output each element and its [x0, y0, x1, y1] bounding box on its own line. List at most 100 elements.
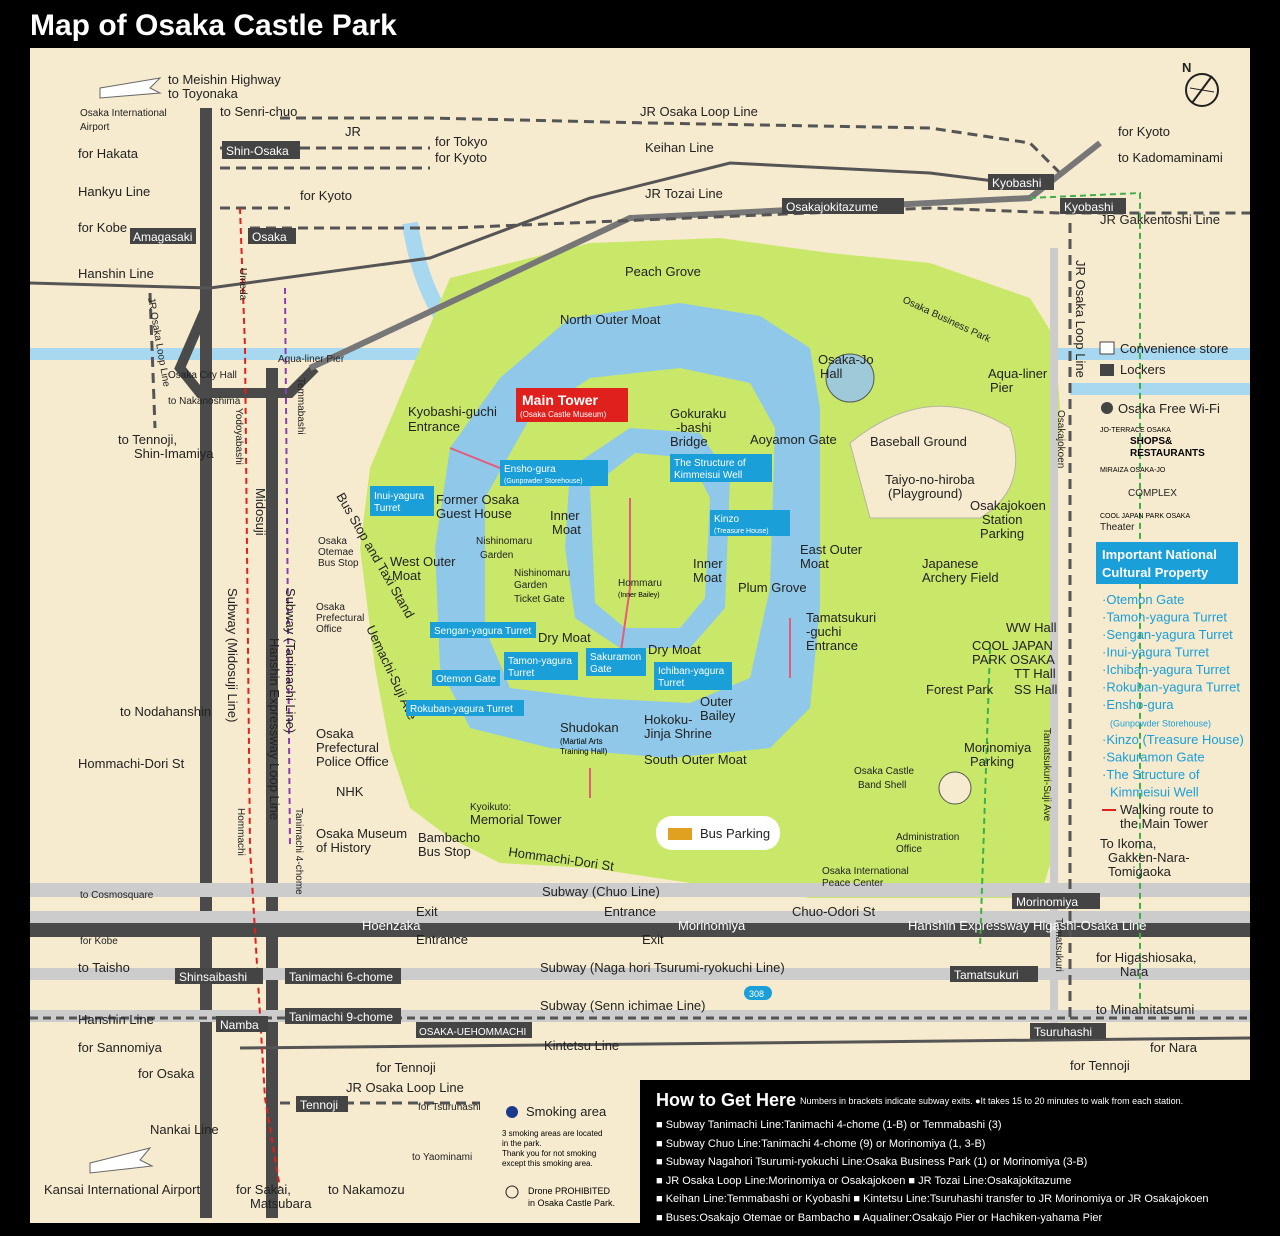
jr-loop-left [148, 292, 157, 429]
bus-icon [668, 828, 692, 840]
station-morinomiya[interactable]: Morinomiya [1012, 893, 1100, 909]
svg-text:Bus Parking: Bus Parking [700, 826, 770, 841]
label-plum-grove: Plum Grove [738, 580, 807, 595]
label-for-kobe2: for Kobe [80, 936, 118, 947]
label-for-sakai: for Sakai, [236, 1182, 291, 1197]
station-osaka-uehommachi[interactable]: OSAKA-UEHOMMACHI [416, 1022, 532, 1038]
tag-ensho-gura[interactable]: Ensho-gura (Gunpowder Storehouse) [500, 460, 608, 486]
label-tamatsukuri-suji: Tamatsukuri-Suji Ave [1041, 728, 1052, 822]
tag-sengan-turret[interactable]: Sengan-yagura Turret [430, 622, 536, 638]
label-former-guest: Former Osaka [436, 492, 520, 507]
tag-otemon-gate[interactable]: Otemon Gate [432, 670, 500, 686]
station-tanimachi-9[interactable]: Tanimachi 9-chome [285, 1008, 401, 1024]
band-shell[interactable] [938, 771, 972, 805]
station-osakajokitazume[interactable]: Osakajokitazume [782, 198, 904, 214]
road-hanshin-exp-east [30, 923, 1250, 937]
label-nankai: Nankai Line [150, 1122, 219, 1137]
legend-smoking-note4: except this smoking area. [502, 1159, 593, 1168]
label-shudokan-sub: (Martial Arts [560, 737, 603, 746]
svg-text:Osaka Free Wi-Fi: Osaka Free Wi-Fi [1118, 401, 1220, 416]
label-kansai-airport: Kansai International Airport [44, 1182, 200, 1197]
main-tower[interactable]: Main Tower (Osaka Castle Museum) [516, 388, 628, 422]
label-exit1: Exit [416, 904, 438, 919]
label-bridge: Bridge [670, 434, 708, 449]
road-chuo-odori [30, 911, 1250, 925]
label-parking: Parking [980, 526, 1024, 541]
svg-text:Ensho-gura: Ensho-gura [504, 464, 556, 475]
label-garden: Garden [480, 550, 513, 561]
station-namba[interactable]: Namba [216, 1016, 268, 1032]
tag-kinzo[interactable]: Kinzo(Treasure House) [710, 510, 790, 536]
svg-text:(Gunpowder Storehouse): (Gunpowder Storehouse) [504, 478, 583, 485]
station-osaka[interactable]: Osaka [248, 228, 296, 244]
label-ticket-gate: Ticket Gate [514, 594, 565, 605]
svg-text:(Osaka Castle Museum): (Osaka Castle Museum) [520, 410, 607, 419]
howto-line: JR Osaka Loop Line:Morinomiya or Osakajo… [656, 1172, 1251, 1191]
bus-parking[interactable]: Bus Parking [656, 816, 780, 850]
important-property-item: ·The Structure of [1102, 767, 1200, 782]
svg-text:Gate: Gate [590, 664, 612, 675]
label-hommaru: Hommaru [618, 578, 662, 589]
label-to-taisho: to Taisho [78, 960, 130, 975]
label-west-moat: Moat [392, 568, 421, 583]
label-airport: Airport [80, 122, 110, 133]
jr-loop-line-top [280, 116, 1062, 175]
baseball-ground[interactable] [849, 405, 1017, 519]
important-property-item: Kimmeisui Well [1110, 785, 1199, 800]
green-line-right [1029, 191, 1141, 1008]
label-for-tennoji2: for Tennoji [1070, 1058, 1130, 1073]
station-tanimachi-6[interactable]: Tanimachi 6-chome [285, 968, 401, 984]
label-temmabashi: Temmabashi [295, 378, 306, 435]
label-morinomiya-road: Morinomiya [678, 918, 746, 933]
station-tennoji[interactable]: Tennoji [296, 1096, 348, 1112]
station-shinsaibashi[interactable]: Shinsaibashi [175, 968, 263, 984]
svg-text:Tennoji: Tennoji [300, 1098, 338, 1112]
label-hommachi: Hommachi [235, 808, 246, 856]
label-aoyamon: Aoyamon Gate [750, 432, 837, 447]
legend-important-box: Important National Cultural Property [1096, 542, 1238, 584]
label-ww-hall: WW Hall [1006, 620, 1057, 635]
station-kyobashi-2[interactable]: Kyobashi [1060, 198, 1126, 214]
label-tamatsukuri-entrance: Entrance [806, 638, 858, 653]
label-jr-loop-bottom: JR Osaka Loop Line [346, 1080, 464, 1095]
station-tamatsukuri[interactable]: Tamatsukuri [950, 966, 1038, 982]
svg-text:Tanimachi 9-chome: Tanimachi 9-chome [289, 1010, 393, 1024]
purple-line [284, 287, 291, 849]
label-jr-loop-vert: JR Osaka Loop Line [1073, 260, 1088, 378]
station-tsuruhashi[interactable]: Tsuruhashi [1030, 1023, 1106, 1039]
legend-cool-japan-theater: COOL JAPAN PARK OSAKA [1100, 513, 1190, 520]
label-to-tennoji: to Tennoji, [118, 432, 177, 447]
important-property-item: ·Otemon Gate [1102, 592, 1184, 607]
howto-line: Subway Tanimachi Line:Tanimachi 4-chome … [656, 1116, 1251, 1135]
label-for-tokyo: for Tokyo [435, 134, 488, 149]
park-map[interactable]: Shin-Osaka Amagasaki Osaka Kyobashi Kyob… [30, 48, 1250, 1223]
label-hommachi-dori: Hommachi-Dori St [78, 756, 185, 771]
svg-text:Tamon-yagura: Tamon-yagura [508, 656, 572, 667]
no-drone-icon [505, 1185, 519, 1199]
label-osakajokoen-station: Osakajokoen [970, 498, 1046, 513]
station-amagasaki[interactable]: Amagasaki [130, 228, 196, 244]
svg-text:Kimmeisui Well: Kimmeisui Well [674, 470, 742, 481]
svg-text:Ichiban-yagura: Ichiban-yagura [658, 666, 725, 677]
label-outer: Outer [700, 694, 733, 709]
howto-line: Subway Chuo Line:Tanimachi 4-chome (9) o… [656, 1135, 1251, 1154]
label-guchi: -guchi [806, 624, 842, 639]
hommaru [590, 453, 710, 628]
svg-text:Kyobashi: Kyobashi [992, 176, 1041, 190]
svg-text:The Structure of: The Structure of [674, 458, 746, 469]
important-property-item: ·Tamon-yagura Turret [1102, 610, 1227, 625]
osaka-jo-hall[interactable] [825, 353, 875, 403]
tag-rokuban-turret[interactable]: Rokuban-yagura Turret [406, 700, 524, 716]
svg-text:Turret: Turret [374, 503, 401, 514]
station-kyobashi[interactable]: Kyobashi [988, 174, 1054, 190]
station-shin-osaka[interactable]: Shin-Osaka [222, 141, 300, 159]
label-office: Office [316, 624, 342, 635]
label-osaka-city-hall: Osaka City Hall [168, 370, 237, 381]
svg-text:Osaka: Osaka [252, 230, 287, 244]
label-morinomiya-parking: Morinomiya [964, 740, 1032, 755]
